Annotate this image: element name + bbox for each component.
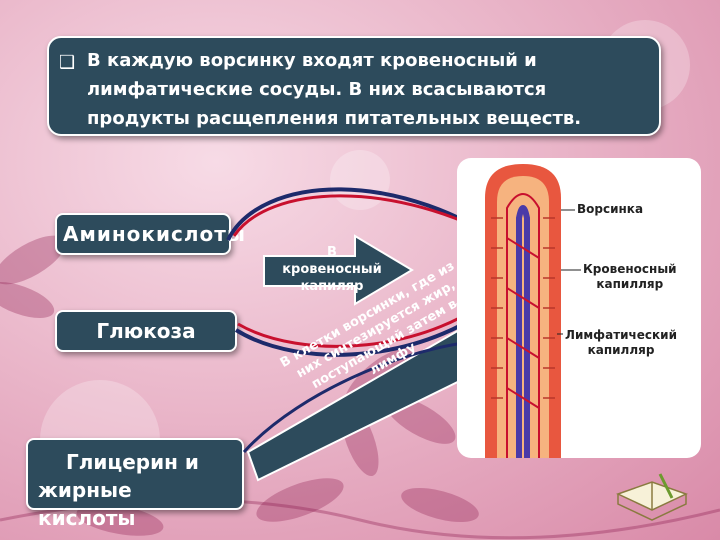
- blood-arrow-line: кровеносный: [282, 262, 382, 277]
- blood-arrow-text: В кровеносный капиляр: [266, 244, 398, 295]
- label-line: Лимфатический: [565, 328, 678, 342]
- lymph-capillary-vessel: [516, 205, 530, 458]
- banner-text: В каждую ворсинку входят кровеносный и л…: [87, 46, 647, 133]
- label-line: капилляр: [587, 343, 655, 357]
- glucose-box: Глюкоза: [55, 310, 237, 352]
- glucose-label: Глюкоза: [96, 319, 196, 343]
- villus-inner: [497, 176, 549, 458]
- villus-cell-lines: [491, 217, 555, 399]
- amino-acids-box: Аминокислоты: [55, 213, 245, 255]
- amino-acids-label: Аминокислоты: [63, 222, 246, 246]
- blood-arrow-line: капиляр: [300, 279, 364, 294]
- label-line: Кровеносный: [583, 262, 677, 276]
- banner-line: продукты расщепления питательных веществ…: [87, 108, 582, 129]
- info-banner: ❑ В каждую ворсинку входят кровеносный и…: [47, 36, 661, 136]
- label-blood-capillary: Кровеносный капилляр: [583, 262, 677, 292]
- bullet-icon: ❑: [59, 52, 76, 73]
- blood-capillary-arrow: [263, 234, 414, 306]
- diagram-pointer-lines: [557, 209, 581, 335]
- villus-diagram-panel: Ворсинка Кровеносный капилляр Лимфатичес…: [457, 158, 701, 458]
- banner-line: В каждую ворсинку входят кровеносный и: [87, 50, 537, 71]
- glycerol-fatty-acids-box: Глицерин и жирные кислоты: [26, 438, 244, 530]
- glycerol-line: жирные: [38, 478, 132, 502]
- glycerol-line: кислоты: [38, 506, 136, 530]
- book-icon: [616, 473, 688, 521]
- label-lymph-capillary: Лимфатический капилляр: [565, 328, 677, 358]
- villus-illustration: [485, 164, 581, 458]
- blood-capillary-network: [506, 193, 540, 458]
- banner-line: лимфатические сосуды. В них всасываются: [87, 79, 547, 100]
- label-line: капилляр: [596, 277, 664, 291]
- label-villus: Ворсинка: [577, 202, 644, 216]
- blood-arrow-line: В: [327, 245, 337, 260]
- glycerol-line: Глицерин и: [66, 450, 199, 474]
